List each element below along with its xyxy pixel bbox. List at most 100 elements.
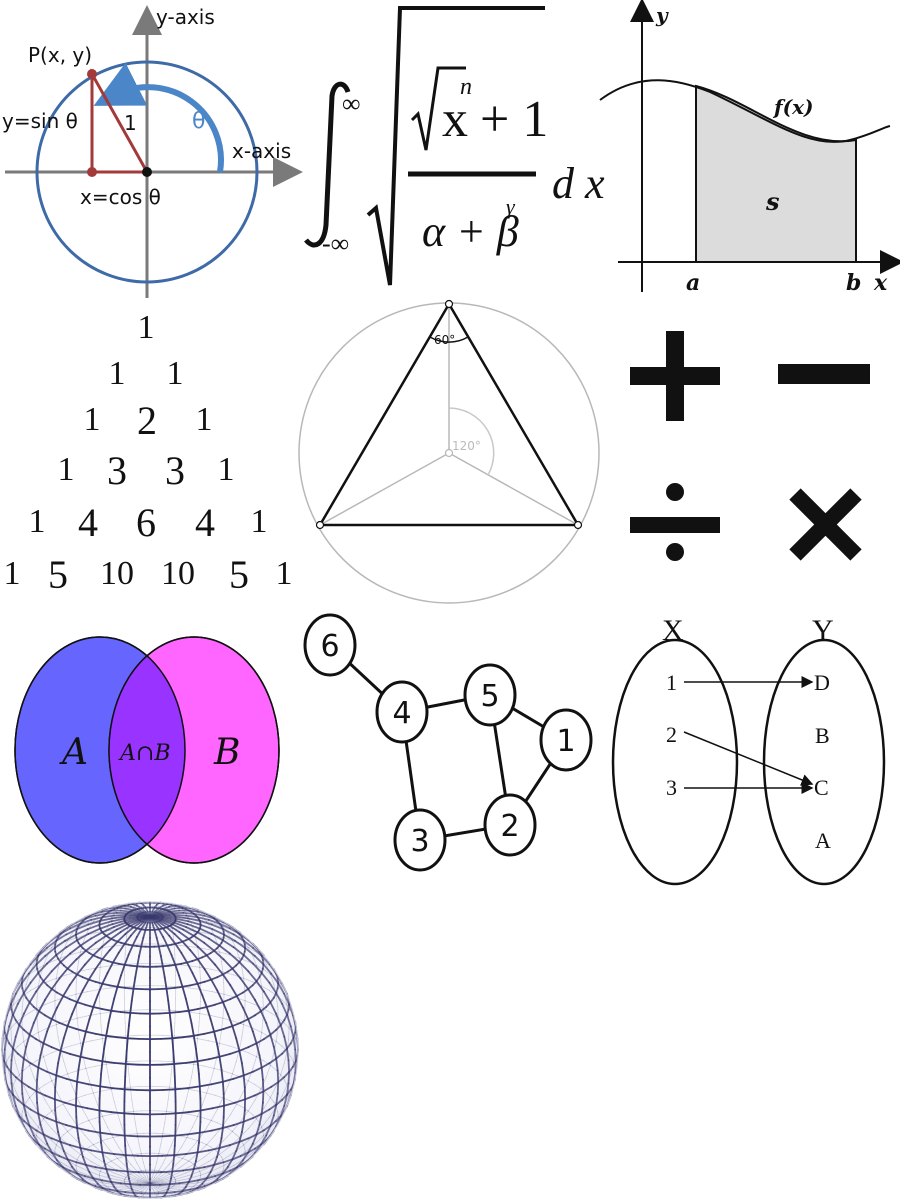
sphere-grid-line	[56, 1092, 64, 1105]
sphere-grid-line	[178, 905, 183, 910]
sphere-grid-line	[222, 1167, 225, 1172]
sphere-grid-line	[168, 1011, 181, 1014]
sphere-grid-line	[158, 910, 171, 915]
sphere-grid-line	[87, 968, 97, 981]
sphere-grid-line	[247, 1018, 254, 1033]
sphere-grid-line	[153, 928, 158, 939]
sphere-grid-line	[66, 1013, 73, 1027]
sphere-grid-line	[120, 1187, 131, 1190]
sphere-grid-line	[157, 909, 168, 914]
sphere-grid-line	[161, 964, 171, 968]
sphere-grid-line	[124, 926, 135, 935]
sphere-grid-line	[140, 921, 147, 931]
sphere-grid-line	[241, 1006, 250, 1021]
sphere-grid-line	[36, 1101, 40, 1115]
sphere-grid-line	[101, 971, 109, 985]
sphere-grid-line	[145, 1182, 151, 1189]
sphere-grid-line	[127, 1177, 132, 1186]
sphere-grid-line	[101, 1179, 113, 1183]
sphere-grid-line	[59, 927, 72, 935]
sphere-grid-line	[197, 1130, 206, 1142]
sphere-grid-line	[50, 1018, 61, 1024]
sphere-grid-line	[247, 1014, 256, 1021]
sphere-grid-line	[204, 1119, 212, 1132]
sphere-grid-line	[172, 1050, 176, 1065]
sphere-grid-line	[247, 984, 254, 990]
center-point	[444, 448, 454, 458]
sphere-grid-line	[162, 1154, 168, 1164]
sphere-grid-line	[149, 1182, 159, 1188]
sphere-grid-line	[58, 967, 69, 980]
sphere-grid-line	[65, 939, 78, 949]
sphere-grid-line	[88, 1119, 96, 1132]
sphere-grid-line	[235, 995, 244, 1009]
sphere-grid-line	[119, 1182, 132, 1186]
sphere-grid-line	[243, 977, 246, 990]
sphere-grid-line	[292, 1071, 297, 1086]
codomain-element: C	[814, 775, 829, 800]
sphere-grid-line	[243, 1151, 254, 1160]
sphere-grid-line	[136, 908, 145, 914]
sphere-grid-line	[99, 1170, 113, 1177]
sphere-grid-line	[56, 995, 65, 1009]
sphere-grid-line	[162, 1178, 176, 1183]
sphere-grid-line	[205, 1003, 216, 1008]
sphere-grid-line	[156, 1153, 160, 1163]
sphere-grid-line	[59, 1140, 72, 1147]
sphere-grid-line	[117, 962, 126, 966]
sphere-grid-line	[174, 962, 183, 966]
sphere-grid-line	[127, 1186, 130, 1189]
sphere-grid-line	[123, 963, 132, 967]
sphere-grid-line	[187, 1170, 201, 1177]
sphere-grid-line	[80, 1175, 92, 1181]
sphere-grid-line	[126, 1170, 140, 1174]
sphere-grid-line	[193, 1184, 197, 1187]
sphere-grid-line	[158, 1012, 171, 1015]
sphere-grid-line	[265, 1064, 271, 1078]
sphere-grid-line	[247, 1142, 254, 1154]
sphere-grid-line	[223, 993, 236, 998]
sphere-grid-line	[110, 1181, 122, 1185]
sphere-grid-line	[182, 1168, 195, 1172]
sphere-grid-line	[180, 951, 188, 964]
sphere-grid-line	[213, 1140, 224, 1150]
sphere-grid-line	[20, 1069, 24, 1084]
sphere-grid-line	[155, 921, 164, 930]
sphere-grid-line	[269, 1114, 275, 1127]
sphere-grid-line	[136, 955, 141, 968]
sphere-grid-line	[180, 1137, 188, 1148]
sphere-grid-line	[275, 1052, 284, 1060]
sphere-grid-line	[260, 1101, 264, 1115]
sphere-grid-line	[198, 1083, 213, 1088]
sphere-grid-line	[113, 1157, 118, 1161]
sphere-grid-line	[99, 1013, 102, 1027]
sphere-grid-line	[64, 933, 77, 942]
sphere-grid-line	[50, 932, 62, 942]
sphere-grid-line	[173, 1134, 177, 1147]
sphere-grid-line	[99, 1072, 102, 1088]
sphere-grid-line	[12, 1047, 19, 1055]
sphere-grid-line	[173, 933, 184, 943]
sphere-grid-line	[138, 1182, 151, 1187]
sphere-grid-line	[162, 1163, 170, 1173]
sphere-grid-line	[55, 1062, 59, 1077]
sphere-grid-line	[251, 1133, 258, 1145]
graph-node-label: 1	[556, 724, 575, 759]
sphere-grid-line	[208, 1175, 220, 1181]
sphere-grid-line	[162, 1180, 177, 1184]
sphere-grid-line	[242, 954, 255, 965]
sphere-grid-line	[199, 1107, 214, 1112]
sphere-grid-line	[99, 966, 101, 979]
sphere-grid-line	[129, 1172, 133, 1175]
sphere-grid-line	[37, 975, 41, 987]
sphere-grid-line	[126, 1185, 129, 1188]
sphere-grid-line	[9, 1071, 13, 1085]
sphere-grid-line	[123, 953, 130, 966]
sphere-grid-line	[3, 1048, 6, 1063]
sphere-grid-line	[124, 1177, 126, 1180]
sphere-grid-line	[218, 1053, 231, 1058]
codomain-label: Y	[812, 614, 834, 647]
sphere-grid-line	[260, 1062, 271, 1069]
sphere-grid-line	[168, 1192, 176, 1195]
sphere-grid-line	[110, 1159, 115, 1162]
